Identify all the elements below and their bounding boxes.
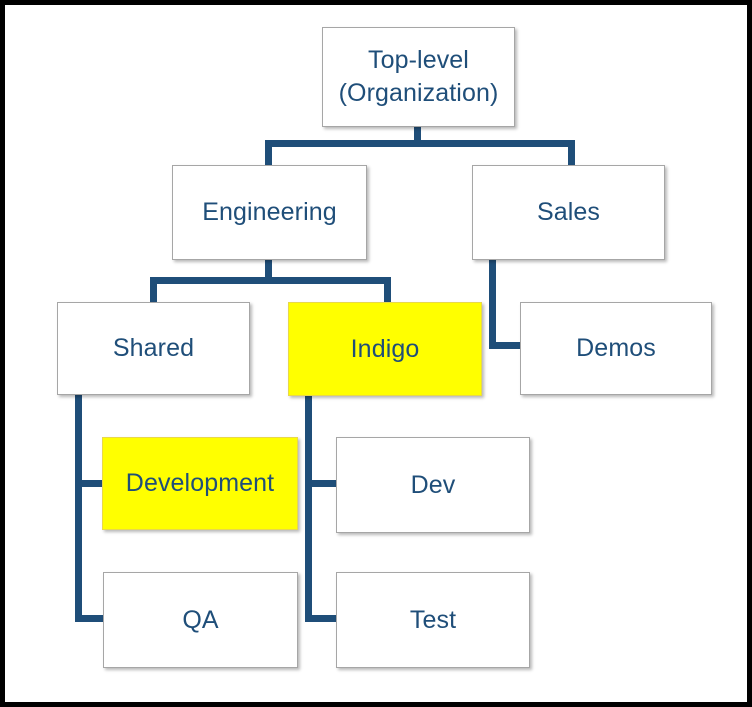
node-label-demos: Demos: [576, 334, 656, 362]
node-label-top-level: Top-level (Organization): [338, 46, 499, 107]
node-demos[interactable]: Demos: [520, 302, 712, 395]
node-qa[interactable]: QA: [103, 572, 298, 668]
connector-shared-to-qa: [75, 615, 107, 622]
node-label-development: Development: [125, 469, 275, 497]
connector-top-level-bus: [265, 140, 575, 147]
node-top-level[interactable]: Top-level (Organization): [322, 27, 515, 127]
node-label-sales: Sales: [536, 198, 601, 226]
connector-bus-to-sales: [568, 140, 575, 167]
node-dev[interactable]: Dev: [336, 437, 530, 533]
connector-shared-trunk: [75, 395, 82, 622]
connector-engineering-bus: [150, 277, 391, 284]
connector-indigo-to-dev: [305, 480, 339, 487]
node-engineering[interactable]: Engineering: [172, 165, 367, 260]
node-label-shared: Shared: [112, 334, 195, 362]
connector-engineering-drop: [265, 260, 272, 280]
node-shared[interactable]: Shared: [57, 302, 250, 395]
connector-sales-drop: [489, 260, 496, 348]
connector-indigo-trunk: [305, 396, 312, 622]
connector-sales-to-demos: [489, 342, 525, 349]
connector-bus-to-shared: [150, 277, 157, 304]
connector-bus-to-indigo: [384, 277, 391, 304]
node-label-dev: Dev: [410, 470, 456, 499]
node-indigo[interactable]: Indigo: [288, 302, 482, 396]
connector-top-level-drop: [414, 127, 421, 147]
connector-bus-to-engineering: [265, 140, 272, 167]
node-label-qa: QA: [182, 605, 219, 634]
connector-shared-to-development: [75, 480, 105, 487]
connector-indigo-to-test: [305, 615, 339, 622]
node-sales[interactable]: Sales: [472, 165, 665, 260]
node-label-test: Test: [409, 605, 457, 634]
node-test[interactable]: Test: [336, 572, 530, 668]
node-label-indigo: Indigo: [350, 334, 420, 363]
node-development[interactable]: Development: [102, 437, 298, 530]
node-label-engineering: Engineering: [202, 198, 337, 226]
